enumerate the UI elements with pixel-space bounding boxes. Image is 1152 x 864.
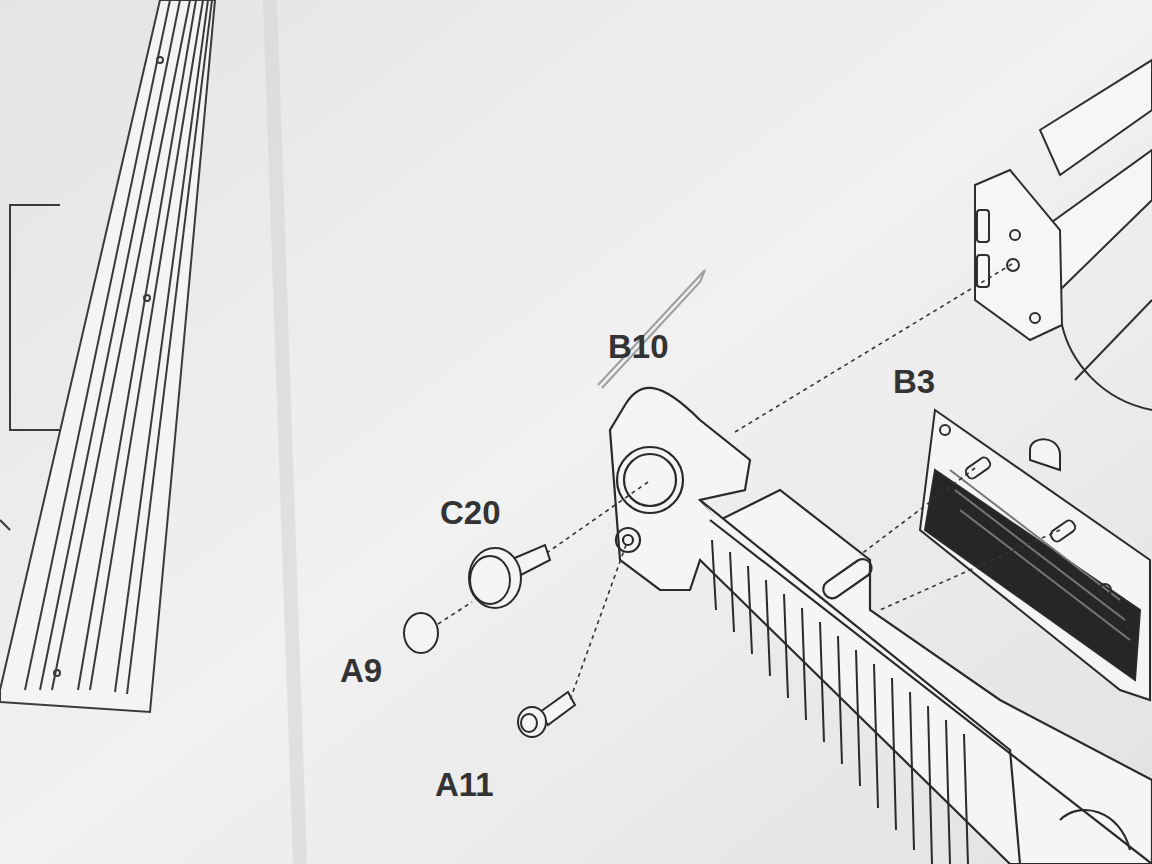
pencil-strike: [598, 270, 705, 388]
small-parts: [404, 545, 575, 737]
rail-part: [0, 0, 215, 712]
part-number: B10: [608, 330, 669, 363]
part-number: A11: [435, 768, 494, 801]
part-number: B3: [893, 365, 935, 398]
part-number: C20: [440, 496, 501, 529]
part-number: A9: [340, 654, 382, 687]
grille-part: [610, 388, 1152, 864]
bracket-part: [975, 60, 1152, 410]
assembly-dash-lines: [438, 264, 1060, 700]
insert-part: [920, 410, 1150, 700]
page-fold: [270, 0, 300, 864]
